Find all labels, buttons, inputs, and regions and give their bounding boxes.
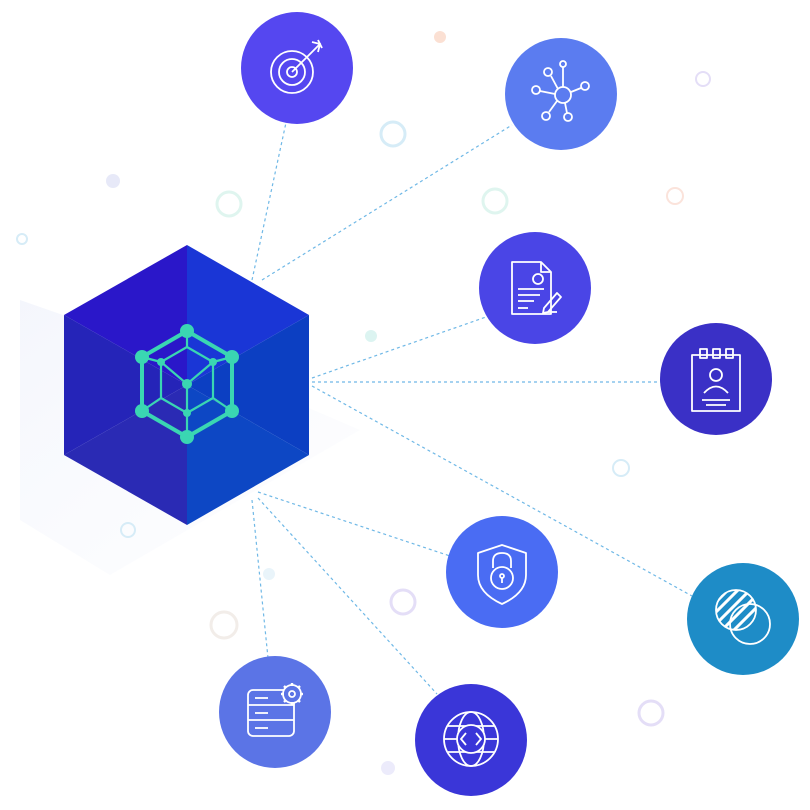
node-invoice[interactable] bbox=[479, 232, 591, 344]
bubble bbox=[637, 699, 665, 727]
connector-database bbox=[251, 499, 269, 659]
connector-lines bbox=[251, 117, 693, 695]
target-icon bbox=[270, 39, 323, 94]
node-database[interactable] bbox=[219, 656, 331, 768]
globe-code-icon bbox=[443, 711, 499, 767]
database-settings-icon bbox=[247, 683, 303, 737]
hub-cube bbox=[64, 245, 309, 525]
bubble bbox=[481, 187, 509, 215]
node-globe[interactable] bbox=[415, 684, 527, 796]
decorative-bubbles bbox=[16, 31, 711, 775]
connector-network bbox=[261, 124, 513, 281]
bubble bbox=[106, 174, 120, 188]
network-cube-icon bbox=[135, 324, 239, 444]
bubble bbox=[434, 31, 446, 43]
bubble bbox=[16, 233, 28, 245]
connector-invoice bbox=[311, 316, 487, 379]
connector-security bbox=[257, 491, 451, 557]
node-network[interactable] bbox=[505, 38, 617, 150]
connector-globe bbox=[257, 497, 438, 695]
node-target[interactable] bbox=[241, 12, 353, 124]
bubble bbox=[666, 187, 684, 205]
bubble bbox=[209, 610, 239, 640]
bubble bbox=[120, 522, 136, 538]
bubble bbox=[612, 459, 630, 477]
bubble bbox=[365, 330, 377, 342]
bubble bbox=[379, 120, 407, 148]
node-security[interactable] bbox=[446, 516, 558, 628]
network-hub-icon bbox=[531, 60, 590, 122]
connector-target bbox=[251, 117, 288, 281]
profile-notepad-icon bbox=[691, 348, 741, 412]
invoice-signature-icon bbox=[511, 261, 562, 315]
node-blend[interactable] bbox=[687, 563, 799, 675]
bubble bbox=[263, 568, 275, 580]
cube-face-right bbox=[187, 315, 309, 455]
bubble bbox=[381, 761, 395, 775]
bubble bbox=[389, 588, 417, 616]
cube-face-left bbox=[64, 315, 187, 455]
bubble bbox=[215, 190, 243, 218]
connector-blend bbox=[311, 385, 693, 597]
node-profile[interactable] bbox=[660, 323, 772, 435]
shield-lock-icon bbox=[477, 544, 527, 605]
bubble bbox=[695, 71, 711, 87]
